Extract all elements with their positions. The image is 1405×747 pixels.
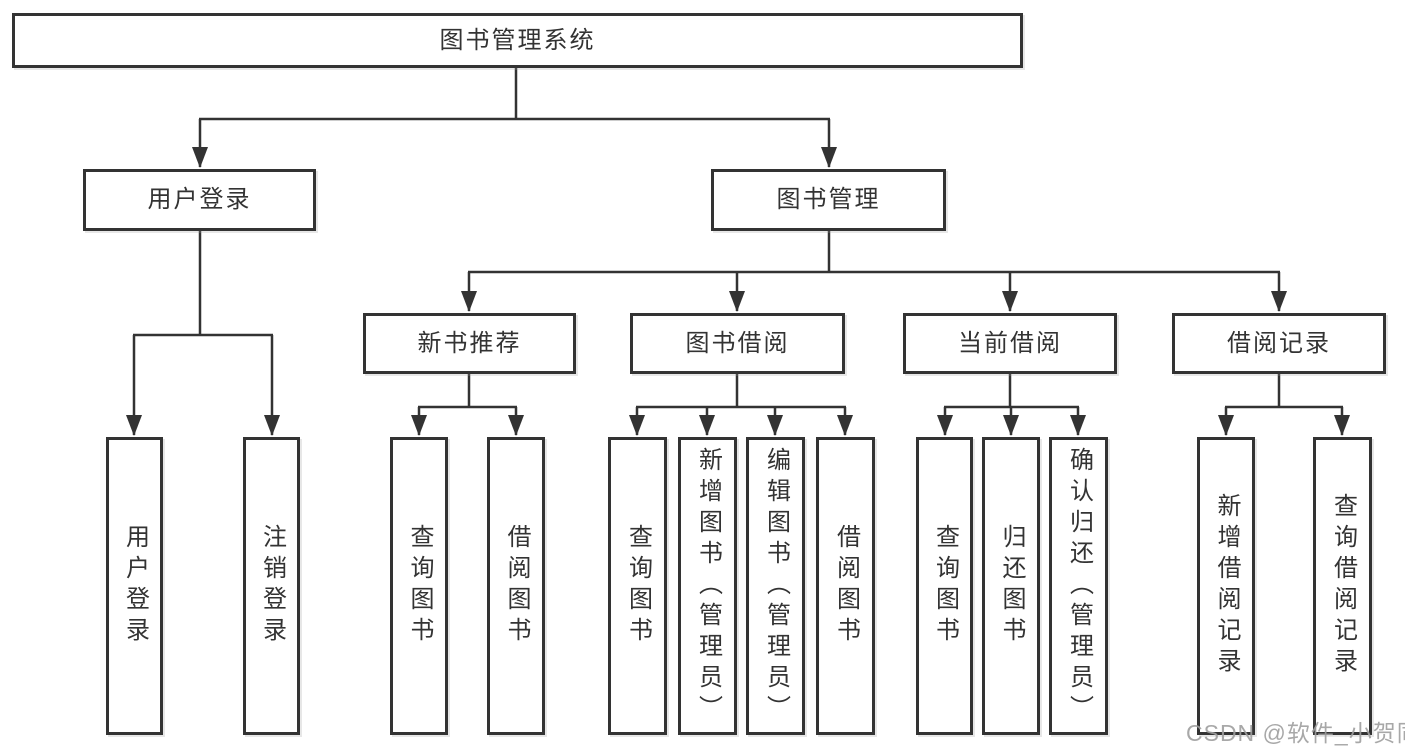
node-user-login: 用户登录 [83,169,316,231]
node-label: 图书管理 [776,186,881,213]
node-label: 查询图书 [406,524,433,648]
leaf-add-book-admin: 新增图书（管理员） [678,437,737,735]
csdn-watermark: CSDN @软件_小贺同学 [1186,720,1405,746]
node-label: 查询借阅记录 [1329,493,1357,679]
node-label: 借阅记录 [1227,329,1331,357]
node-book-management: 图书管理 [711,169,946,231]
node-label: 图书管理系统 [439,26,596,54]
leaf-query-books-recommend: 查询图书 [390,437,448,735]
node-label: 注销登录 [258,524,286,648]
node-label: 新增借阅记录 [1213,493,1240,679]
leaf-query-books-current: 查询图书 [916,437,973,735]
leaf-borrow-books-recommend: 借阅图书 [487,437,545,735]
node-borrowing-records: 借阅记录 [1172,313,1386,374]
node-new-book-recommend: 新书推荐 [363,313,576,374]
node-book-management-system: 图书管理系统 [12,13,1023,68]
node-label: 图书借阅 [685,329,790,357]
node-label: 新增图书（管理员） [694,446,722,726]
node-label: 查询图书 [624,524,652,648]
node-label: 编辑图书（管理员） [762,446,790,726]
node-label: 新书推荐 [417,329,522,357]
leaf-logout: 注销登录 [243,437,300,735]
leaf-query-borrow-record: 查询借阅记录 [1313,437,1372,735]
node-label: 借阅图书 [503,524,530,648]
leaf-confirm-return-admin: 确认归还（管理员） [1049,437,1108,735]
node-current-borrowing: 当前借阅 [903,313,1117,374]
node-label: 借阅图书 [832,524,860,648]
leaf-user-login: 用户登录 [106,437,163,735]
leaf-borrow-books: 借阅图书 [816,437,875,735]
node-label: 当前借阅 [958,329,1062,357]
node-label: 用户登录 [121,524,149,648]
leaf-query-books-borrow: 查询图书 [608,437,667,735]
leaf-add-borrow-record: 新增借阅记录 [1197,437,1255,735]
leaf-edit-book-admin: 编辑图书（管理员） [746,437,805,735]
node-label: 查询图书 [931,524,959,648]
node-label: 用户登录 [147,186,252,213]
leaf-return-book: 归还图书 [982,437,1040,735]
node-label: 归还图书 [998,524,1025,648]
node-book-borrowing: 图书借阅 [630,313,845,374]
node-label: 确认归还（管理员） [1065,446,1093,726]
